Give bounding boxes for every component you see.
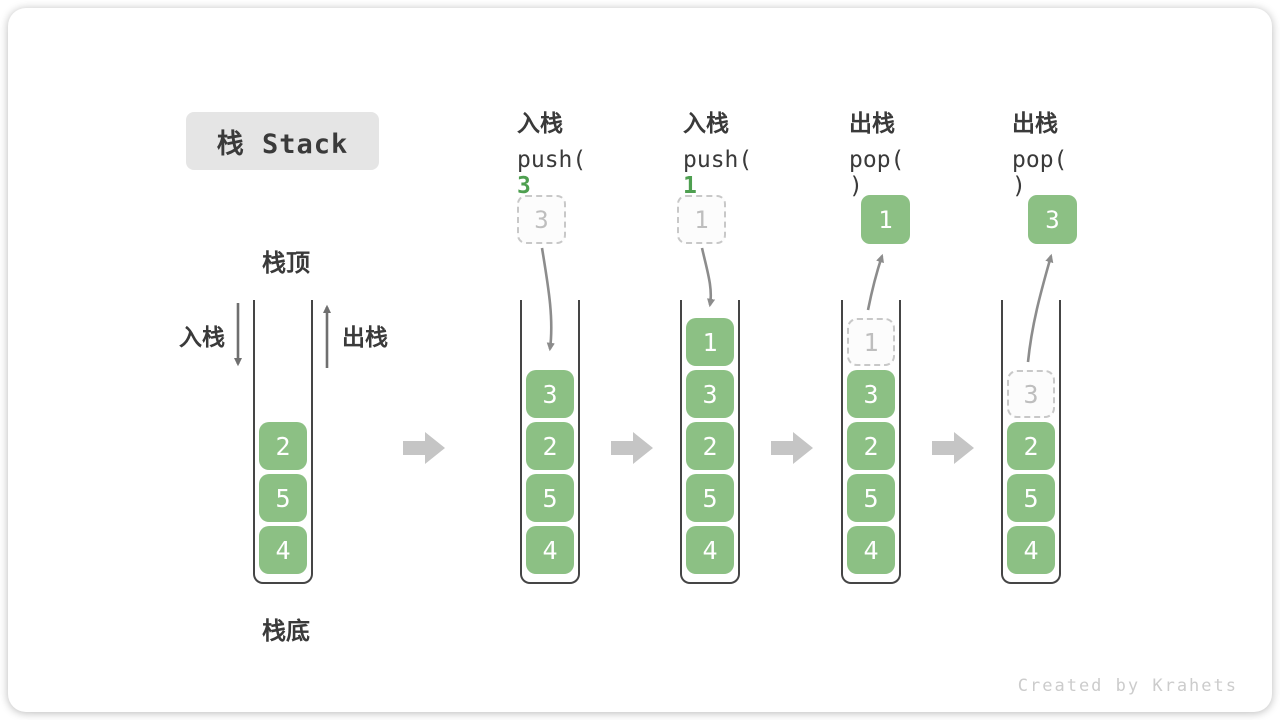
stack-item: 5	[259, 474, 307, 522]
stack-item: 5	[1007, 474, 1055, 522]
stack-container-initial	[253, 300, 313, 584]
stack-item: 5	[847, 474, 895, 522]
operation-action-label: 出栈	[1012, 111, 1058, 137]
pop-direction-label: 出栈	[342, 325, 388, 351]
stack-item: 3	[686, 370, 734, 418]
stack-item: 1	[686, 318, 734, 366]
stack-container-after-push-3	[520, 300, 580, 584]
operation-code-label: pop()	[849, 147, 905, 199]
operation-action-label: 入栈	[683, 111, 729, 137]
stack-item: 5	[526, 474, 574, 522]
operation-header-1: 入栈 push(3)	[517, 104, 586, 225]
operation-header-3: 出栈 pop()	[849, 104, 904, 199]
stack-item: 4	[1007, 526, 1055, 574]
stack-item: 3	[847, 370, 895, 418]
operand-box-solid: 3	[1028, 195, 1077, 244]
stack-item-ghost: 1	[847, 318, 895, 366]
push-direction-label: 入栈	[179, 325, 225, 351]
stack-container-after-push-1	[680, 300, 740, 584]
operation-action-label: 出栈	[849, 111, 895, 137]
operation-code-argument: 3	[517, 173, 531, 199]
stack-item: 2	[847, 422, 895, 470]
stack-item: 3	[526, 370, 574, 418]
stack-item: 4	[526, 526, 574, 574]
operand-box-ghost: 3	[517, 195, 566, 244]
stack-container-after-pop-3	[1001, 300, 1061, 584]
stack-top-label: 栈顶	[262, 249, 310, 277]
watermark: Created by Krahets	[1017, 676, 1238, 696]
stack-item: 2	[686, 422, 734, 470]
stack-item: 4	[686, 526, 734, 574]
stack-item: 2	[1007, 422, 1055, 470]
operation-code-label: push(3)	[517, 147, 587, 225]
stack-item-ghost: 3	[1007, 370, 1055, 418]
stack-container-after-pop-1	[841, 300, 901, 584]
operation-code-argument: 1	[683, 173, 697, 199]
stack-item: 2	[259, 422, 307, 470]
stack-item: 4	[847, 526, 895, 574]
operation-code-label: pop()	[1012, 147, 1068, 199]
operation-header-4: 出栈 pop()	[1012, 104, 1067, 199]
diagram-title: 栈 Stack	[186, 112, 379, 170]
stack-bottom-label: 栈底	[262, 617, 310, 645]
operand-box-solid: 1	[861, 195, 910, 244]
operation-action-label: 入栈	[517, 111, 563, 137]
stack-item: 4	[259, 526, 307, 574]
stack-item: 2	[526, 422, 574, 470]
operand-box-ghost: 1	[677, 195, 726, 244]
stack-item: 5	[686, 474, 734, 522]
